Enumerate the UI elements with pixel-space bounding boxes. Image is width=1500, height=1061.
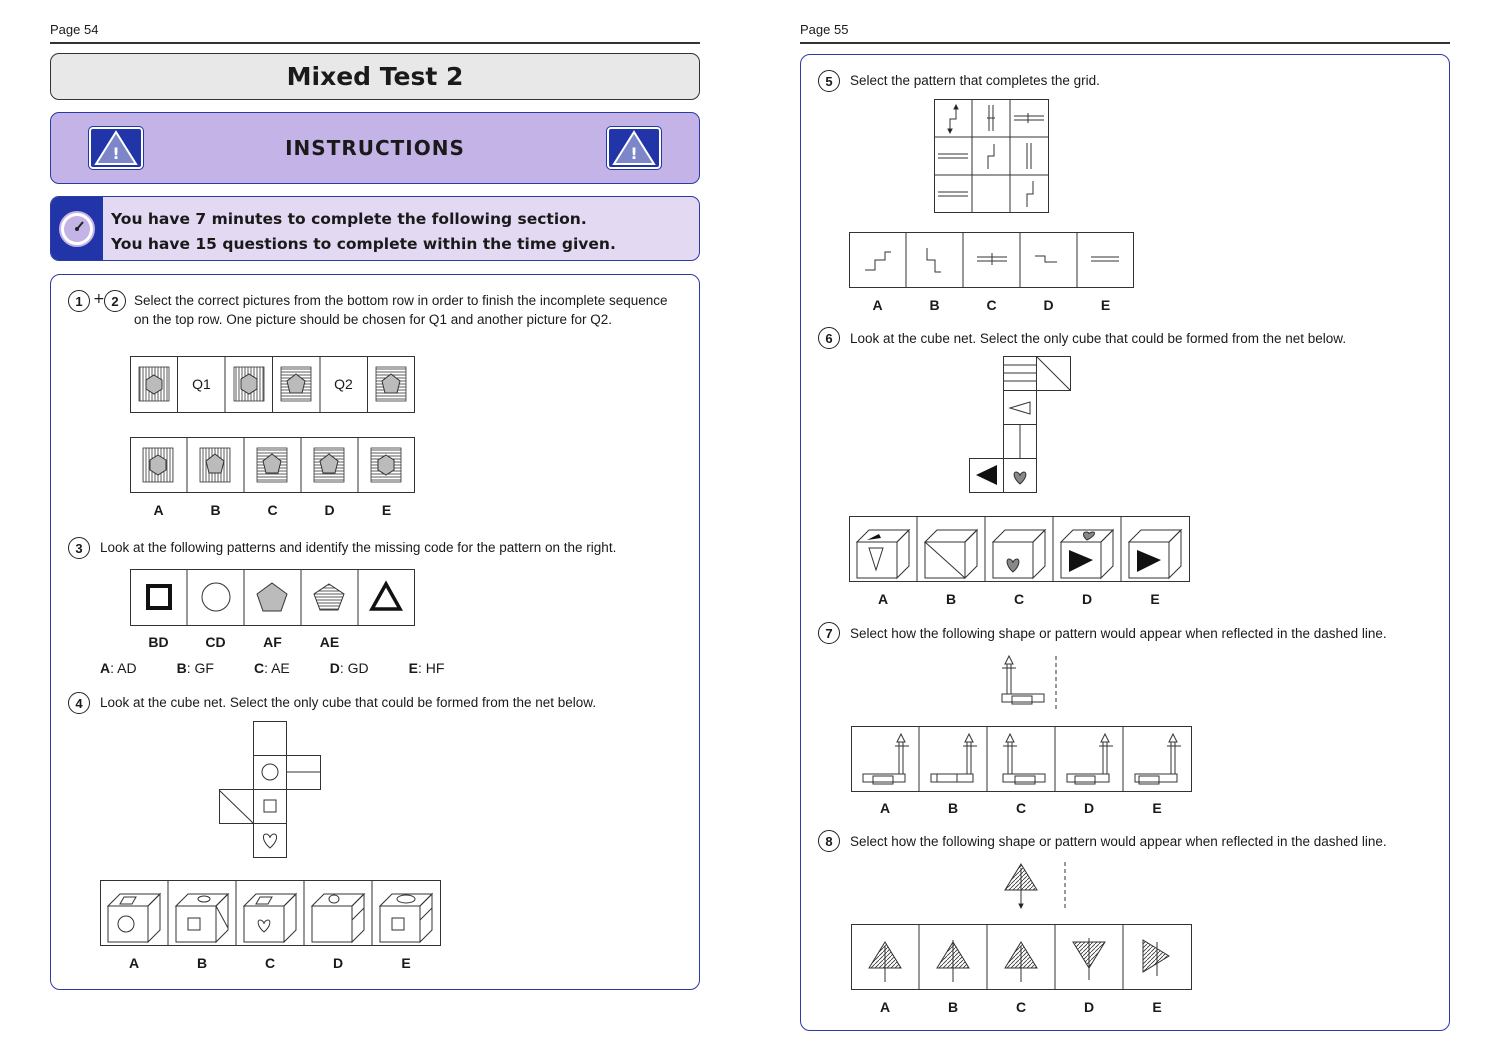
instructions-heading: INSTRUCTIONS [285, 136, 465, 160]
question-number: 6 [818, 327, 840, 349]
option-label[interactable]: A [872, 297, 883, 313]
question-text: Select how the following shape or patter… [850, 834, 1387, 849]
code-pattern-row [130, 569, 415, 626]
option-label[interactable]: E [1150, 591, 1160, 607]
option-label[interactable]: C [1015, 999, 1027, 1015]
pattern-grid [934, 99, 1049, 213]
option-labels: A B C D E [100, 955, 440, 971]
answer-choice[interactable]: E: HF [408, 660, 445, 676]
page-number-left: Page 54 [50, 22, 99, 37]
header-rule-left [50, 42, 700, 44]
reflection-shape [1001, 654, 1057, 710]
cube-options [100, 880, 441, 946]
option-labels: A B C D E [849, 591, 1189, 607]
option-label[interactable]: D [332, 955, 344, 971]
option-label[interactable]: A [153, 502, 164, 518]
option-label[interactable]: D [1043, 297, 1054, 313]
option-label[interactable]: B [929, 297, 940, 313]
cube-options [849, 516, 1190, 582]
clock-icon [51, 197, 103, 260]
code-label: AE [319, 634, 340, 650]
test-title-text: Mixed Test 2 [286, 62, 464, 91]
option-labels: A B C D E [130, 502, 415, 518]
code-labels: BD CD AF AE [130, 634, 358, 650]
answer-choice[interactable]: B: GF [176, 660, 214, 676]
question-number: 8 [818, 830, 840, 852]
option-label[interactable]: D [1081, 591, 1093, 607]
option-label[interactable]: E [1152, 999, 1162, 1015]
test-title: Mixed Test 2 [50, 53, 700, 100]
question-text: Look at the following patterns and ident… [100, 540, 617, 555]
question-number: 2 [104, 290, 126, 312]
question-number: 5 [818, 70, 840, 92]
svg-text:!: ! [630, 144, 637, 163]
answer-option-row [851, 924, 1192, 990]
instructions-banner: ! INSTRUCTIONS ! [50, 112, 700, 184]
option-label[interactable]: B [945, 591, 957, 607]
answer-option-row [849, 232, 1134, 288]
question-number: 4 [68, 692, 90, 714]
answer-choices: A: AD B: GF C: AE D: GD E: HF [100, 660, 444, 676]
question-text: Select the correct pictures from the bot… [134, 293, 668, 327]
option-labels: A B C D E [851, 800, 1191, 816]
warning-icon: ! [606, 126, 662, 170]
option-label[interactable]: B [210, 502, 221, 518]
question-number: 3 [68, 537, 90, 559]
option-label[interactable]: D [324, 502, 335, 518]
svg-text:!: ! [112, 144, 119, 163]
code-label: AF [263, 634, 282, 650]
option-label[interactable]: A [877, 591, 889, 607]
answer-option-row [851, 726, 1192, 792]
option-label[interactable]: A [879, 999, 891, 1015]
option-label[interactable]: B [947, 999, 959, 1015]
option-labels: A B C D E [851, 999, 1191, 1015]
option-label[interactable]: C [986, 297, 997, 313]
option-label[interactable]: A [879, 800, 891, 816]
page-number-right: Page 55 [800, 22, 849, 37]
option-label[interactable]: A [128, 955, 140, 971]
question-text: Look at the cube net. Select the only cu… [100, 695, 597, 710]
cube-net [218, 721, 321, 858]
option-labels: A B C D E [849, 297, 1134, 313]
cube-net [969, 356, 1071, 493]
question-text: Look at the cube net. Select the only cu… [850, 331, 1347, 346]
warning-icon: ! [88, 126, 144, 170]
option-label[interactable]: C [1015, 800, 1027, 816]
answer-choice[interactable]: D: GD [329, 660, 369, 676]
option-label[interactable]: B [196, 955, 208, 971]
sequence-label-q2: Q2 [334, 376, 353, 392]
option-label[interactable]: E [1152, 800, 1162, 816]
code-label: BD [148, 634, 169, 650]
option-label[interactable]: C [267, 502, 278, 518]
option-label[interactable]: E [401, 955, 411, 971]
option-label[interactable]: B [947, 800, 959, 816]
question-number: 7 [818, 622, 840, 644]
answer-choice[interactable]: C: AE [253, 660, 290, 676]
answer-option-row [130, 437, 415, 493]
option-label[interactable]: C [264, 955, 276, 971]
option-label[interactable]: E [1100, 297, 1111, 313]
header-rule-right [800, 42, 1450, 44]
code-label: CD [205, 634, 226, 650]
question-number: 1 [68, 290, 90, 312]
time-limit-text: You have 7 minutes to complete the follo… [111, 210, 587, 228]
time-notice: You have 7 minutes to complete the follo… [50, 196, 700, 261]
sequence-row [130, 356, 415, 413]
sequence-label-q1: Q1 [192, 376, 211, 392]
option-label[interactable]: D [1083, 999, 1095, 1015]
answer-choice[interactable]: A: AD [100, 660, 137, 676]
question-count-text: You have 15 questions to complete within… [111, 235, 616, 253]
question-text: Select how the following shape or patter… [850, 626, 1387, 641]
option-label[interactable]: E [381, 502, 392, 518]
reflection-shape [1004, 862, 1066, 910]
option-label[interactable]: D [1083, 800, 1095, 816]
questions-panel-right [800, 54, 1450, 1031]
question-text: Select the pattern that completes the gr… [850, 73, 1100, 88]
plus-sign: + [93, 291, 105, 307]
option-label[interactable]: C [1013, 591, 1025, 607]
